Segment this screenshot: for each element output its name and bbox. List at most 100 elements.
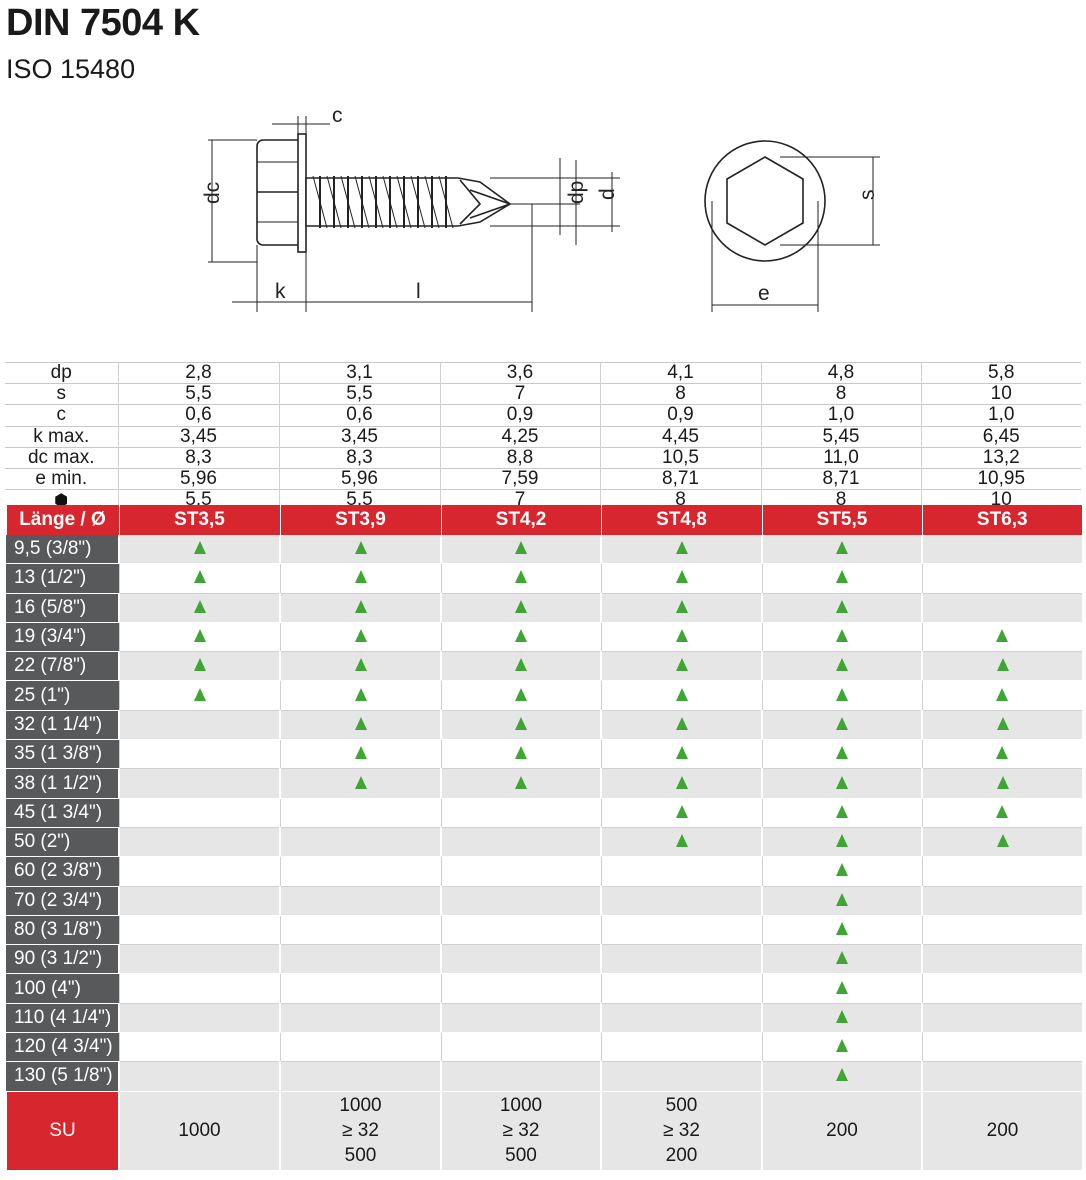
availability-cell — [921, 915, 1082, 946]
dim-label-c: c — [332, 104, 343, 127]
table-row: 32 (1 1/4") — [6, 710, 1082, 741]
green-triangle-icon — [354, 599, 367, 613]
spec-value: 10,95 — [920, 467, 1081, 490]
length-label: 60 (2 3/8") — [6, 856, 119, 887]
table-row: 60 (2 3/8") — [6, 856, 1082, 887]
green-triangle-icon — [675, 834, 688, 848]
availability-cell — [440, 1061, 601, 1092]
green-triangle-icon — [836, 951, 848, 965]
availability-cell — [921, 827, 1082, 858]
green-triangle-icon — [836, 922, 848, 935]
su-value-line: 1000 — [339, 1095, 382, 1117]
availability-cell — [440, 973, 601, 1004]
su-value-line: ≥ 32 — [663, 1120, 700, 1142]
length-label: 50 (2") — [6, 827, 119, 858]
availability-cell — [440, 710, 601, 741]
green-triangle-icon — [996, 834, 1009, 848]
availability-cell — [279, 944, 441, 975]
su-value-line: 200 — [665, 1145, 698, 1167]
availability-cell — [761, 856, 922, 887]
green-triangle-icon — [836, 804, 848, 818]
table-row: 16 (5/8") — [6, 593, 1082, 623]
spec-value: 2,8 — [117, 361, 279, 384]
availability-cell — [600, 1061, 762, 1092]
table-row: 70 (2 3/4") — [6, 886, 1082, 916]
availability-cell — [921, 944, 1082, 975]
availability-cell — [440, 622, 601, 653]
spec-value: 5,8 — [920, 361, 1081, 384]
availability-cell — [118, 1061, 280, 1092]
green-triangle-icon — [515, 570, 527, 584]
length-label: 19 (3/4") — [6, 622, 119, 653]
dim-label-dp: dp — [565, 181, 588, 204]
availability-cell — [440, 563, 601, 594]
green-triangle-icon — [996, 658, 1009, 672]
su-value-line: 200 — [986, 1120, 1019, 1142]
availability-cell — [440, 768, 601, 799]
availability-cell — [761, 944, 922, 975]
green-triangle-icon — [996, 775, 1009, 789]
spec-value: 5,96 — [117, 467, 279, 490]
availability-cell — [921, 856, 1082, 887]
availability-cell — [761, 651, 922, 682]
spec-value: 6,45 — [920, 425, 1081, 448]
availability-cell — [118, 535, 280, 565]
page-title: DIN 7504 K — [6, 2, 200, 44]
size-header: ST3,9 — [279, 505, 441, 535]
table-row: 19 (3/4") — [6, 622, 1082, 653]
availability-cell — [279, 1003, 441, 1034]
green-triangle-icon — [515, 775, 527, 789]
spec-value: 10,5 — [599, 446, 761, 469]
green-triangle-icon — [354, 775, 367, 789]
availability-cell — [600, 973, 762, 1004]
length-label: 130 (5 1/8") — [6, 1061, 119, 1092]
availability-cell — [600, 768, 762, 799]
availability-cell — [118, 827, 280, 858]
green-triangle-icon — [996, 746, 1009, 760]
availability-cell — [279, 651, 441, 682]
screw-head-top — [704, 140, 826, 262]
availability-cell — [118, 651, 280, 682]
green-triangle-icon — [675, 804, 688, 818]
availability-cell — [279, 827, 441, 858]
availability-cell — [440, 915, 601, 946]
availability-cell — [279, 563, 441, 594]
length-label: 25 (1") — [6, 680, 119, 711]
availability-cell — [600, 1032, 762, 1063]
length-label: 16 (5/8") — [6, 593, 119, 623]
length-label: 45 (1 3/4") — [6, 798, 119, 828]
availability-header-row: Länge / Ø ST3,5 ST3,9 ST4,2 ST4,8 ST5,5 … — [5, 505, 1082, 535]
availability-cell — [761, 1061, 922, 1092]
spec-value: 4,1 — [599, 361, 761, 384]
green-triangle-icon — [354, 629, 367, 643]
spec-row-label: c — [5, 404, 118, 427]
green-triangle-icon — [836, 775, 848, 789]
green-triangle-icon — [675, 599, 688, 613]
table-row: 22 (7/8") — [6, 651, 1082, 682]
spec-value: 3,45 — [117, 425, 279, 448]
availability-table: Länge / Ø ST3,5 ST3,9 ST4,2 ST4,8 ST5,5 … — [5, 505, 1082, 1171]
spec-value: 1,0 — [760, 404, 921, 427]
size-header: ST6,3 — [921, 505, 1082, 535]
spec-value: 8,3 — [278, 446, 440, 469]
dim-label-e: e — [758, 282, 770, 305]
availability-cell — [279, 535, 441, 565]
su-value-line: 1000 — [499, 1095, 543, 1117]
su-value-line: 500 — [505, 1145, 537, 1167]
screw-technical-drawing: c dc dp d s k l e — [201, 104, 880, 312]
green-triangle-icon — [515, 658, 527, 672]
availability-cell — [921, 710, 1082, 741]
spec-value: 0,6 — [278, 404, 440, 427]
availability-cell — [921, 768, 1082, 799]
green-triangle-icon — [675, 570, 688, 584]
spec-value: 4,45 — [599, 425, 761, 448]
screw-shank — [305, 177, 512, 227]
availability-cell — [600, 535, 762, 565]
spec-value: 8,3 — [117, 446, 279, 469]
availability-cell — [921, 535, 1082, 565]
